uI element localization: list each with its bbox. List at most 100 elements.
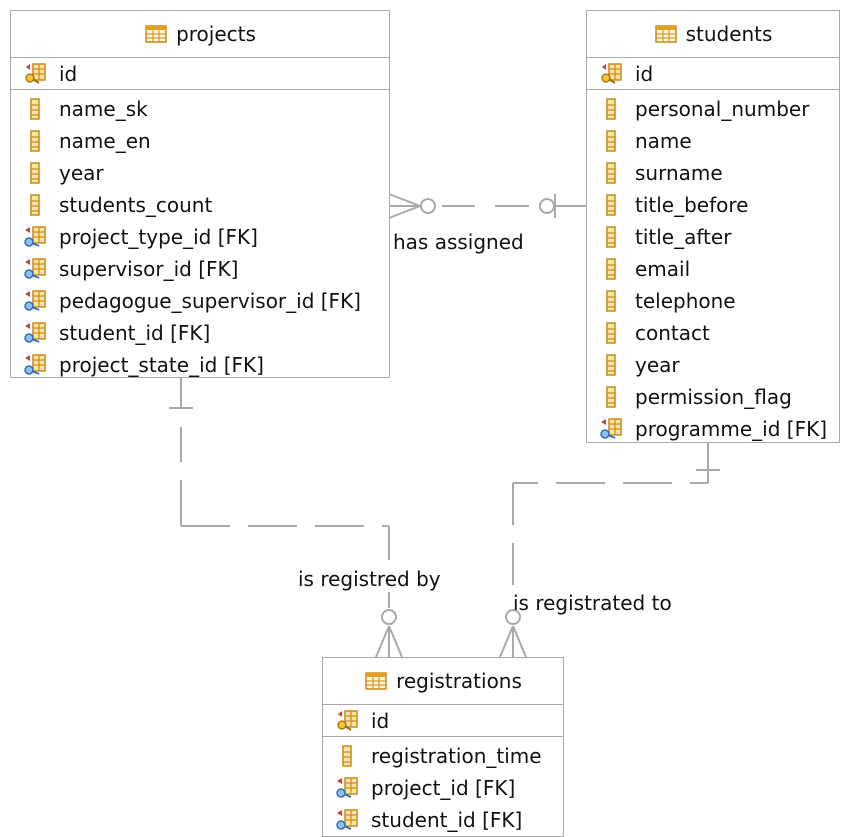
foreign-key-icon (24, 354, 46, 375)
column-icon (606, 386, 616, 408)
column-name: name (635, 129, 692, 153)
registrations-title: registrations (396, 669, 522, 693)
column-name: student_id [FK] (371, 808, 523, 832)
students-column-name[interactable]: name (587, 125, 839, 157)
column-name: pedagogue_supervisor_id [FK] (59, 289, 361, 313)
is-registrated-to-label: is registrated to (513, 591, 672, 615)
primary-key-icon (337, 709, 358, 731)
column-name: name_en (59, 129, 151, 153)
foreign-key-icon (600, 418, 622, 439)
column-name: year (635, 353, 680, 377)
column-icon (606, 354, 616, 376)
column-name: students_count (59, 193, 213, 217)
table-icon (365, 672, 387, 690)
is-registrated-to-connector (499, 442, 720, 658)
column-icon (606, 290, 616, 312)
registrations-column-project-id-fk[interactable]: project_id [FK] (323, 772, 563, 804)
projects-column-name-sk[interactable]: name_sk (11, 93, 389, 125)
students-header[interactable]: students (587, 11, 839, 58)
column-icon (30, 162, 40, 184)
column-icon (606, 226, 616, 248)
projects-pk-row[interactable]: id (11, 58, 389, 90)
primary-key-icon (601, 62, 622, 84)
column-name: surname (635, 161, 723, 185)
column-name: name_sk (59, 97, 148, 121)
column-name: project_type_id [FK] (59, 225, 258, 249)
column-icon (342, 745, 352, 767)
primary-key-icon (25, 62, 46, 84)
projects-column-year[interactable]: year (11, 157, 389, 189)
students-column-permission-flag[interactable]: permission_flag (587, 381, 839, 413)
students-column-telephone[interactable]: telephone (587, 285, 839, 317)
is-registred-by-connector (169, 377, 403, 658)
projects-column-project-state-id-fk[interactable]: project_state_id [FK] (11, 349, 389, 381)
column-icon (606, 194, 616, 216)
table-icon (145, 25, 167, 43)
column-name: personal_number (635, 97, 810, 121)
has-assigned-label: has assigned (393, 230, 524, 254)
is-registred-by-label: is registred by (298, 567, 441, 591)
students-title: students (685, 22, 773, 46)
column-name: programme_id [FK] (635, 417, 827, 441)
column-name: contact (635, 321, 710, 345)
column-name: supervisor_id [FK] (59, 257, 239, 281)
column-name: email (635, 257, 691, 281)
column-name: year (59, 161, 104, 185)
column-icon (30, 194, 40, 216)
has-assigned-connector (388, 193, 587, 219)
students-column-surname[interactable]: surname (587, 157, 839, 189)
students-column-title-before[interactable]: title_before (587, 189, 839, 221)
registrations-pk-row[interactable]: id (323, 705, 563, 737)
column-name: student_id [FK] (59, 321, 211, 345)
projects-header[interactable]: projects (11, 11, 389, 58)
registrations-header[interactable]: registrations (323, 658, 563, 705)
students-pk-row[interactable]: id (587, 58, 839, 90)
column-icon (30, 98, 40, 120)
projects-column-students-count[interactable]: students_count (11, 189, 389, 221)
foreign-key-icon (24, 258, 46, 279)
students-column-programme-id-fk[interactable]: programme_id [FK] (587, 413, 839, 445)
students-pk-name: id (635, 61, 654, 86)
projects-column-name-en[interactable]: name_en (11, 125, 389, 157)
projects-title: projects (176, 22, 256, 46)
column-name: permission_flag (635, 385, 792, 409)
column-icon (30, 130, 40, 152)
column-icon (606, 98, 616, 120)
column-name: registration_time (371, 744, 542, 768)
column-icon (606, 258, 616, 280)
column-name: title_before (635, 193, 749, 217)
foreign-key-icon (24, 290, 46, 311)
projects-column-project-type-id-fk[interactable]: project_type_id [FK] (11, 221, 389, 253)
foreign-key-icon (24, 226, 46, 247)
table-icon (654, 25, 677, 43)
projects-column-student-id-fk[interactable]: student_id [FK] (11, 317, 389, 349)
column-name: title_after (635, 225, 732, 249)
projects-column-pedagogue-supervisor-id-fk[interactable]: pedagogue_supervisor_id [FK] (11, 285, 389, 317)
column-name: telephone (635, 289, 736, 313)
column-icon (606, 322, 616, 344)
foreign-key-icon (336, 777, 358, 798)
foreign-key-icon (336, 809, 358, 830)
projects-column-supervisor-id-fk[interactable]: supervisor_id [FK] (11, 253, 389, 285)
registrations-column-student-id-fk[interactable]: student_id [FK] (323, 804, 563, 836)
students-column-personal-number[interactable]: personal_number (587, 93, 839, 125)
column-icon (606, 162, 616, 184)
column-name: project_state_id [FK] (59, 353, 264, 377)
column-name: project_id [FK] (371, 776, 516, 800)
registrations-pk-name: id (371, 708, 390, 733)
projects-pk-name: id (59, 61, 78, 86)
registrations-column-registration-time[interactable]: registration_time (323, 740, 563, 772)
students-column-year[interactable]: year (587, 349, 839, 381)
column-icon (606, 130, 616, 152)
foreign-key-icon (24, 322, 46, 343)
students-column-contact[interactable]: contact (587, 317, 839, 349)
students-column-title-after[interactable]: title_after (587, 221, 839, 253)
registrations-columns: registration_time project_id [FK] student_… (323, 737, 563, 836)
students-column-email[interactable]: email (587, 253, 839, 285)
